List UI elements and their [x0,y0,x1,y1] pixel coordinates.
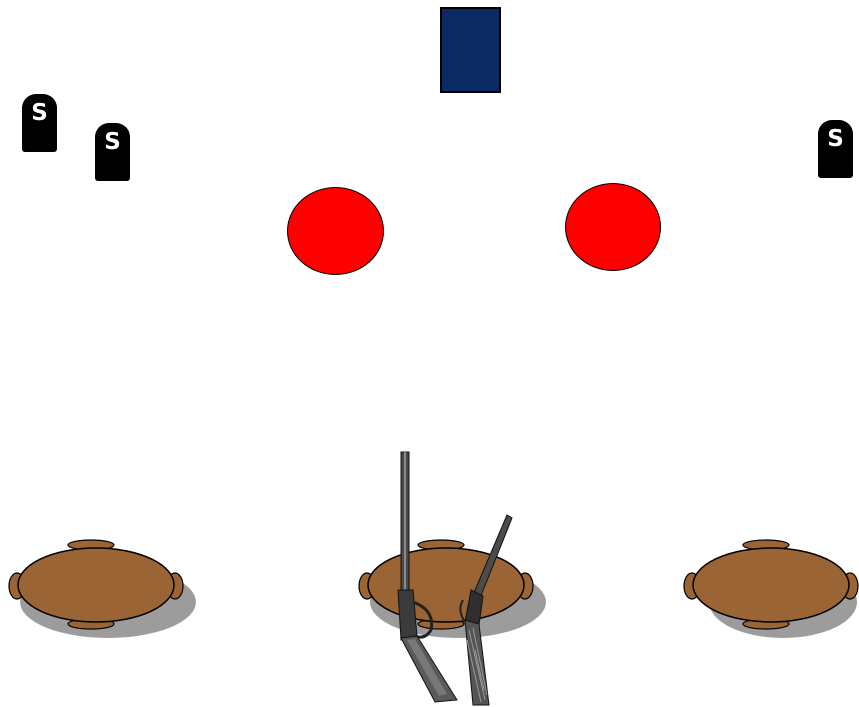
s-marker-label: S [104,131,121,154]
round-table-left[interactable] [5,540,205,645]
s-marker[interactable]: S [95,123,130,181]
shotgun-icon [460,515,512,705]
s-marker[interactable]: S [22,94,57,152]
blue-door[interactable] [440,7,501,93]
s-marker[interactable]: S [818,120,853,178]
lever-rifle-icon [398,452,457,702]
rifles[interactable] [385,450,525,707]
red-target-right[interactable] [565,183,661,271]
red-target-left[interactable] [287,187,384,275]
s-marker-label: S [31,102,48,125]
round-table-right[interactable] [680,540,859,645]
s-marker-label: S [827,128,844,151]
